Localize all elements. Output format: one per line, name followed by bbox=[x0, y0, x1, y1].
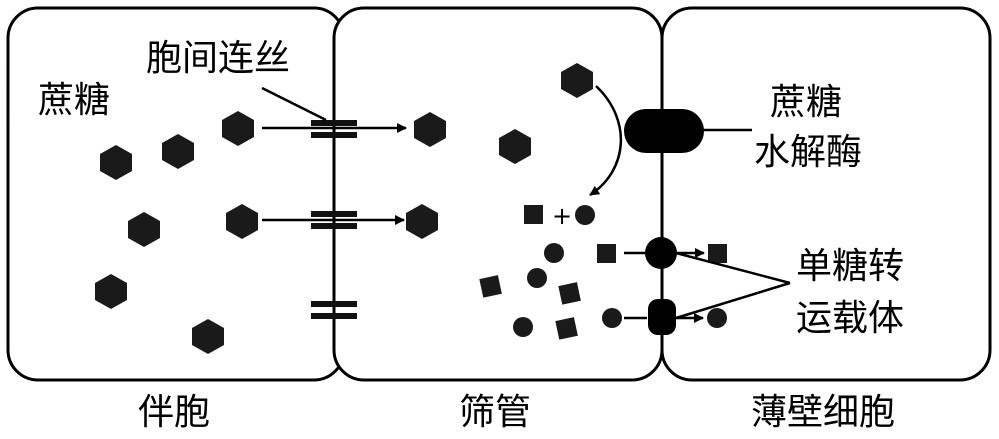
fructose-circle bbox=[575, 205, 595, 225]
label-transporter-line2: 运载体 bbox=[796, 298, 904, 339]
label-cell-companion: 伴胞 bbox=[138, 392, 210, 433]
monosaccharide-square bbox=[597, 244, 616, 263]
monosaccharide-square bbox=[555, 317, 578, 340]
plasmodesma-top bbox=[311, 120, 357, 138]
monosaccharide-circle bbox=[527, 268, 547, 288]
sucrose-hexagon bbox=[499, 129, 531, 164]
label-cell-parenchyma: 薄壁细胞 bbox=[751, 392, 895, 433]
monosaccharide-circle bbox=[544, 243, 564, 263]
transporter-pointer-upper bbox=[675, 251, 791, 285]
monosaccharide-circle-parenchyma bbox=[707, 308, 727, 328]
transporter-lower bbox=[648, 299, 676, 335]
sucrase-enzyme bbox=[624, 109, 704, 153]
sucrose-hexagon bbox=[414, 112, 446, 147]
monosaccharide-circle bbox=[602, 308, 622, 328]
label-sucrase-line1: 蔗糖 bbox=[770, 82, 842, 123]
hydrolysis-arrow bbox=[589, 85, 623, 197]
sucrose-hexagon bbox=[561, 63, 593, 98]
plasmodesma-bottom bbox=[311, 301, 357, 319]
sucrose-hexagon bbox=[100, 145, 132, 180]
transporter-pointer-lower bbox=[675, 281, 791, 320]
monosaccharide-square bbox=[558, 282, 581, 305]
monosaccharide-square-parenchyma bbox=[708, 244, 727, 263]
plasmodesmata-pointer bbox=[261, 86, 327, 122]
sucrose-hexagon bbox=[222, 111, 254, 146]
sucrose-hexagon bbox=[128, 212, 160, 247]
transporter-upper bbox=[645, 237, 677, 269]
sieve-tube-cell bbox=[332, 6, 664, 382]
label-sucrase-line2: 水解酶 bbox=[754, 132, 862, 173]
monosaccharide-square bbox=[479, 275, 502, 298]
monosaccharide-circle bbox=[513, 317, 533, 337]
label-cell-sieve-tube: 筛管 bbox=[459, 392, 531, 433]
sucrose-hexagon bbox=[226, 204, 258, 239]
label-plasmodesmata: 胞间连丝 bbox=[146, 38, 290, 79]
plus-sign: + bbox=[552, 202, 572, 230]
label-transporter-line1: 单糖转 bbox=[796, 246, 904, 287]
sucrose-hexagon bbox=[406, 204, 438, 239]
glucose-square bbox=[524, 205, 543, 224]
sucrose-hexagon bbox=[95, 274, 127, 309]
label-sucrose-left: 蔗糖 bbox=[38, 80, 110, 121]
plasmodesma-middle bbox=[311, 211, 357, 229]
sucrose-hexagon bbox=[162, 134, 194, 169]
sucrose-hexagon bbox=[192, 319, 224, 354]
